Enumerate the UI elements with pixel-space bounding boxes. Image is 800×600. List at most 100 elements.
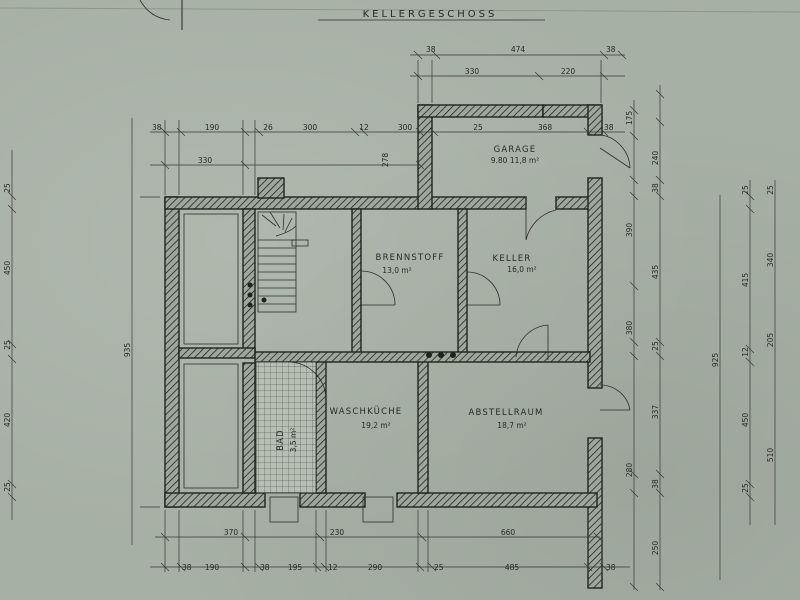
dim-right3-a: 25 xyxy=(766,185,775,195)
dim-top2-a: 330 xyxy=(465,67,480,76)
wall-keller-left xyxy=(457,208,468,358)
dim-bottom2-e: 12 xyxy=(328,563,338,572)
dim-top3-d: 300 xyxy=(303,123,318,132)
room-garage-area: 9.80 11,8 m² xyxy=(491,156,539,165)
dim-bottom2-f: 290 xyxy=(368,563,383,572)
wall-right-lower xyxy=(587,437,603,589)
dim-top3-c: 26 xyxy=(263,123,273,132)
dim-left-b: 450 xyxy=(3,261,12,276)
light-well-bath xyxy=(269,496,299,523)
light-well-wasch xyxy=(362,496,394,523)
room-waschkueche-area: 19,2 m² xyxy=(361,421,390,430)
dim-bottom2-c: 38 xyxy=(260,563,270,572)
dim-top1-c: 38 xyxy=(606,45,616,54)
dim-right2-d: 450 xyxy=(741,413,750,428)
dim-bottom1-b: 230 xyxy=(330,528,345,537)
dim-right2-e: 25 xyxy=(741,483,750,493)
dim-right3-b: 340 xyxy=(766,253,775,268)
dim-right1-b: 240 xyxy=(651,151,660,166)
plan-title: KELLERGESCHOSS xyxy=(363,9,498,20)
staircase xyxy=(247,211,309,313)
dim-right1-h: 337 xyxy=(651,405,660,420)
dim-right3-d: 510 xyxy=(766,448,775,463)
dim-left-f: 935 xyxy=(123,343,132,358)
garage-wall-right-top xyxy=(587,104,603,136)
dim-bottom2-g: 25 xyxy=(434,563,444,572)
dim-bottom1-a: 370 xyxy=(224,528,239,537)
dim-top3-e: 12 xyxy=(359,123,369,132)
dim-right2-c: 12 xyxy=(741,347,750,357)
room-garage-name: GARAGE xyxy=(494,145,537,155)
dim-right1-f: 25 xyxy=(651,341,660,351)
wall-top-mid xyxy=(429,196,527,210)
dim-bottom2-h: 485 xyxy=(505,563,520,572)
storage-bin-upper xyxy=(183,213,239,345)
wall-bottom-c xyxy=(396,492,598,508)
wall-bottom-b xyxy=(299,492,366,508)
wall-mid-horizontal xyxy=(254,351,591,363)
dim-top4-a: 330 xyxy=(198,156,213,165)
room-bad-area: 3,5 m² xyxy=(289,428,298,453)
dim-top3-f: 300 xyxy=(398,123,413,132)
room-keller-area: 16,0 m² xyxy=(507,265,536,274)
wall-stair-left xyxy=(242,208,256,356)
dim-right2-a: 25 xyxy=(741,185,750,195)
room-abstellraum-area: 18,7 m² xyxy=(497,421,526,430)
dim-bottom2-a: 38 xyxy=(182,563,192,572)
room-brennstoff-name: BRENNSTOFF xyxy=(376,253,445,263)
dim-right1-g: 380 xyxy=(625,321,634,336)
dim-left-a: 25 xyxy=(3,183,12,193)
dim-right1-a: 175 xyxy=(625,111,634,126)
dim-bottom1-c: 660 xyxy=(501,528,516,537)
room-abstellraum-name: ABSTELLRAUM xyxy=(468,408,543,418)
wall-storage-divider xyxy=(178,347,256,359)
dimension-texts: 38 474 38 330 220 38 190 26 300 12 300 2… xyxy=(3,45,775,572)
bath-tiles xyxy=(255,361,317,494)
dim-left-d: 420 xyxy=(3,413,12,428)
dim-top1-b: 474 xyxy=(511,45,526,54)
wall-abstell-left xyxy=(417,354,429,494)
room-bad-name: BAD xyxy=(276,429,286,451)
dim-top3-g: 25 xyxy=(473,123,483,132)
walls xyxy=(164,104,603,589)
paper-crease xyxy=(0,7,800,13)
dim-right1-k: 250 xyxy=(651,541,660,556)
dim-right3-c: 205 xyxy=(766,333,775,348)
wall-right-upper xyxy=(587,177,603,389)
dim-right2-f: 925 xyxy=(711,353,720,368)
dim-top2-b: 220 xyxy=(561,67,576,76)
light-well-top xyxy=(257,177,285,199)
doors xyxy=(289,134,631,411)
wall-brennstoff-left xyxy=(351,208,362,358)
dim-bottom2-i: 38 xyxy=(606,563,616,572)
dim-top3-i: 38 xyxy=(604,123,614,132)
dim-bottom2-b: 190 xyxy=(205,563,220,572)
room-waschkueche-name: WASCHKÜCHE xyxy=(330,406,403,417)
garage-wall-left xyxy=(417,104,433,210)
dim-right1-i: 280 xyxy=(625,463,634,478)
wall-top-left xyxy=(164,196,421,210)
dim-right2-b: 415 xyxy=(741,273,750,288)
garage-wall-top-a xyxy=(417,104,544,118)
wall-bath-left xyxy=(242,362,256,494)
room-brennstoff-area: 13,0 m² xyxy=(382,266,411,275)
dim-top1-a: 38 xyxy=(426,45,436,54)
room-keller-name: KELLER xyxy=(493,254,532,264)
chimney-flues xyxy=(426,352,456,358)
dim-right1-j: 38 xyxy=(651,479,660,489)
dim-right1-e: 435 xyxy=(651,265,660,280)
dim-right1-c: 38 xyxy=(651,183,660,193)
dim-top3-b: 190 xyxy=(205,123,220,132)
storage-bin-lower xyxy=(183,363,239,489)
dim-left-e: 25 xyxy=(3,482,12,492)
dim-top4-b: 278 xyxy=(381,153,390,168)
dim-right1-d: 390 xyxy=(625,223,634,238)
dim-left-c: 25 xyxy=(3,340,12,350)
dim-bottom2-d: 195 xyxy=(288,563,303,572)
dimension-lines xyxy=(7,50,776,592)
dim-top3-a: 38 xyxy=(152,123,162,132)
wall-left xyxy=(164,196,180,508)
corner-arc xyxy=(139,0,171,21)
